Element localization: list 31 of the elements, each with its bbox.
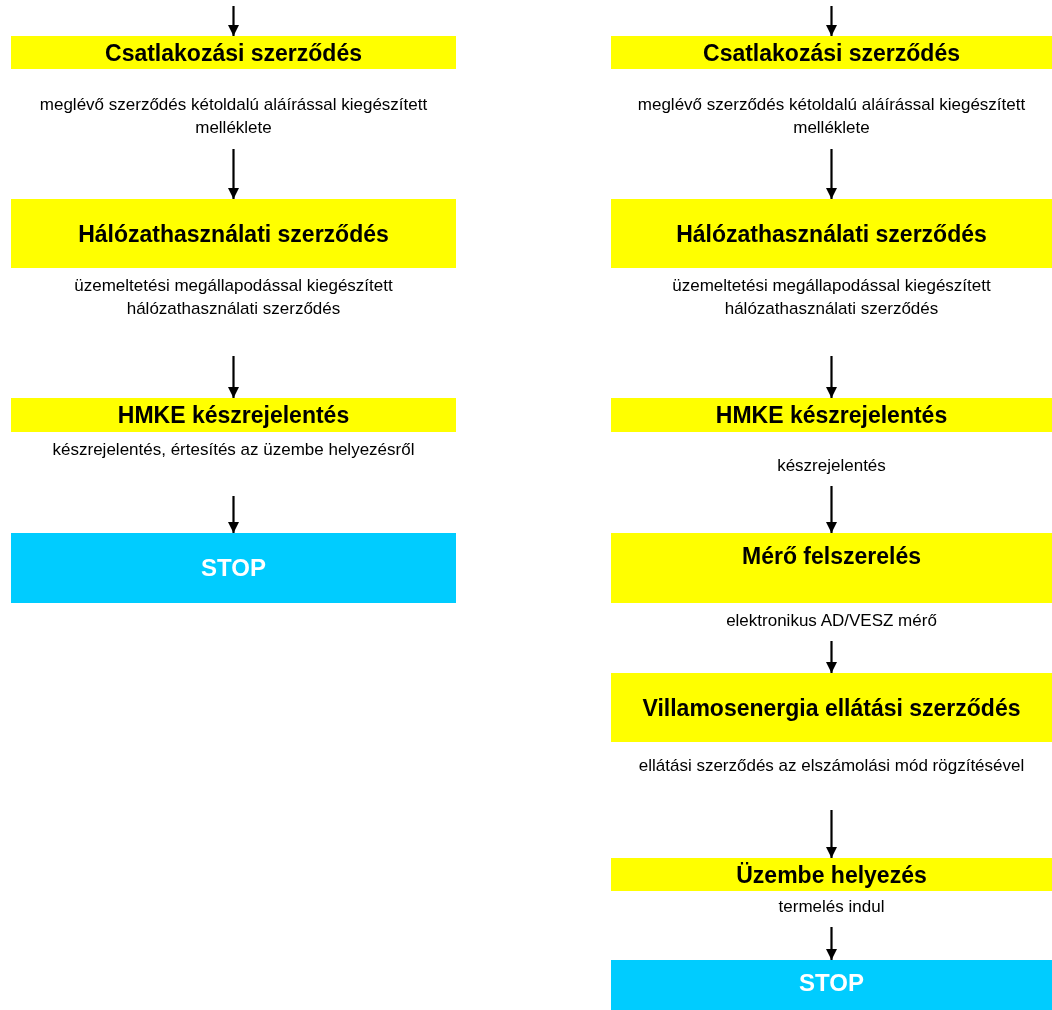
description-text: készrejelentés, értesítés az üzembe helyezésről <box>51 439 416 461</box>
description-text: üzemeltetési megállapodással kiegészített hálózathasználati szerződés <box>671 275 992 320</box>
description-text: üzemeltetési megállapodással kiegészített hálózathasználati szerződés <box>73 275 394 320</box>
description-text: készrejelentés <box>776 455 887 477</box>
description-text: meglévő szerződés kétoldalú aláírással kiegészített melléklete <box>636 94 1027 139</box>
process-box: Hálózathasználati szerződés <box>11 199 456 268</box>
arrow <box>826 486 837 533</box>
arrow <box>826 810 837 858</box>
description-text: elektronikus AD/VESZ mérő <box>725 610 938 632</box>
process-box: Üzembe helyezés <box>611 858 1052 891</box>
arrow <box>228 149 239 199</box>
process-box: HMKE készrejelentés <box>11 398 456 432</box>
process-box: Hálózathasználati szerződés <box>611 199 1052 268</box>
arrow <box>228 496 239 533</box>
process-box: Csatlakozási szerződés <box>11 36 456 69</box>
process-box: HMKE készrejelentés <box>611 398 1052 432</box>
process-box: Csatlakozási szerződés <box>611 36 1052 69</box>
process-box: Villamosenergia ellátási szerződés <box>611 673 1052 742</box>
arrow <box>826 6 837 36</box>
arrow <box>826 356 837 398</box>
arrow <box>228 356 239 398</box>
description-text: meglévő szerződés kétoldalú aláírással kiegészített melléklete <box>38 94 429 139</box>
description-text: ellátási szerződés az elszámolási mód rögzítésével <box>637 755 1026 777</box>
arrow <box>826 927 837 960</box>
description-text: termelés indul <box>777 896 886 918</box>
process-box: Mérő felszerelés <box>611 533 1052 603</box>
arrow <box>826 149 837 199</box>
stop-box: STOP <box>11 533 456 603</box>
arrow <box>228 6 239 36</box>
arrow <box>826 641 837 673</box>
stop-box: STOP <box>611 960 1052 1010</box>
